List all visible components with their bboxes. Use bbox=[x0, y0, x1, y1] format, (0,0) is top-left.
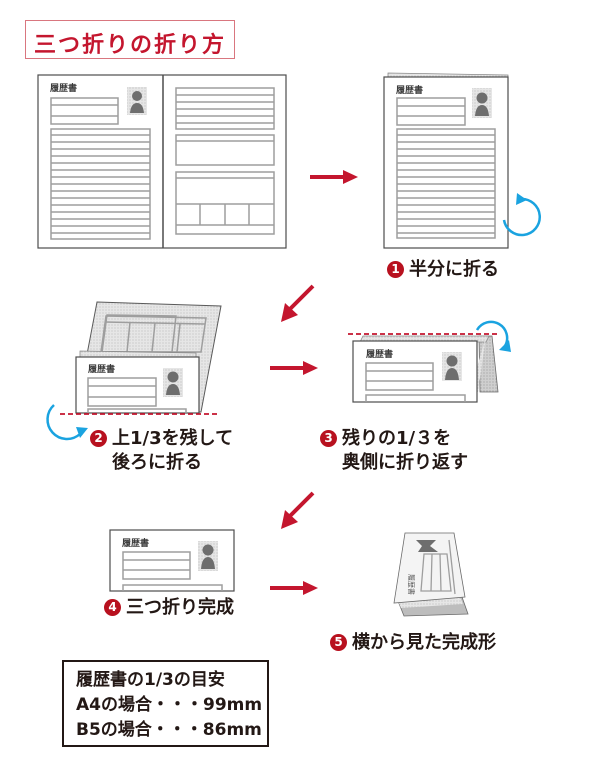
photo-icon bbox=[442, 352, 462, 381]
side-view-resume: 履歴書 bbox=[393, 532, 469, 617]
size-guide-heading: 履歴書の1/3の目安 bbox=[76, 670, 225, 690]
step3-illustration: 履歴書 bbox=[348, 333, 500, 403]
title-box: 三つ折りの折り方 bbox=[25, 20, 235, 59]
rotate-arrow-icon bbox=[475, 320, 511, 352]
open-resume-spread: 履歴書 bbox=[37, 74, 287, 249]
photo-icon bbox=[472, 88, 492, 118]
doc-label: 履歴書 bbox=[87, 363, 115, 375]
doc-label: 履歴書 bbox=[49, 82, 77, 94]
arrow-down-left-icon bbox=[281, 284, 315, 322]
page-title: 三つ折りの折り方 bbox=[34, 33, 227, 58]
step-number-badge: 4 bbox=[104, 599, 121, 616]
arrow-right-icon bbox=[310, 170, 358, 184]
photo-icon bbox=[163, 368, 183, 397]
doc-label: 履歴書 bbox=[365, 348, 393, 360]
photo-icon bbox=[198, 541, 218, 571]
rotate-arrow-icon bbox=[502, 193, 541, 237]
photo-icon bbox=[127, 87, 147, 115]
arrow-right-icon bbox=[270, 581, 318, 595]
step2-illustration: 履歴書 bbox=[60, 301, 222, 415]
doc-label: 履歴書 bbox=[395, 84, 423, 96]
size-guide-b5: B5の場合・・・86mm bbox=[76, 720, 262, 740]
step-number-badge: 2 bbox=[90, 430, 107, 447]
arrow-down-left-icon bbox=[281, 491, 315, 529]
step-number-badge: 3 bbox=[320, 430, 337, 447]
doc-label: 履歴書 bbox=[121, 537, 149, 549]
step-number-badge: 1 bbox=[387, 261, 404, 278]
half-folded-resume: 履歴書 bbox=[383, 72, 509, 249]
doc-label-vertical: 履歴書 bbox=[407, 574, 416, 595]
rotate-arrow-icon bbox=[46, 404, 88, 441]
step-number-badge: 5 bbox=[330, 634, 347, 651]
size-guide-box: 履歴書の1/3の目安 A4の場合・・・99mm B5の場合・・・86mm bbox=[62, 660, 269, 747]
size-guide-a4: A4の場合・・・99mm bbox=[76, 695, 263, 715]
tri-folded-resume: 履歴書 bbox=[109, 529, 235, 592]
arrow-right-icon bbox=[270, 361, 318, 375]
